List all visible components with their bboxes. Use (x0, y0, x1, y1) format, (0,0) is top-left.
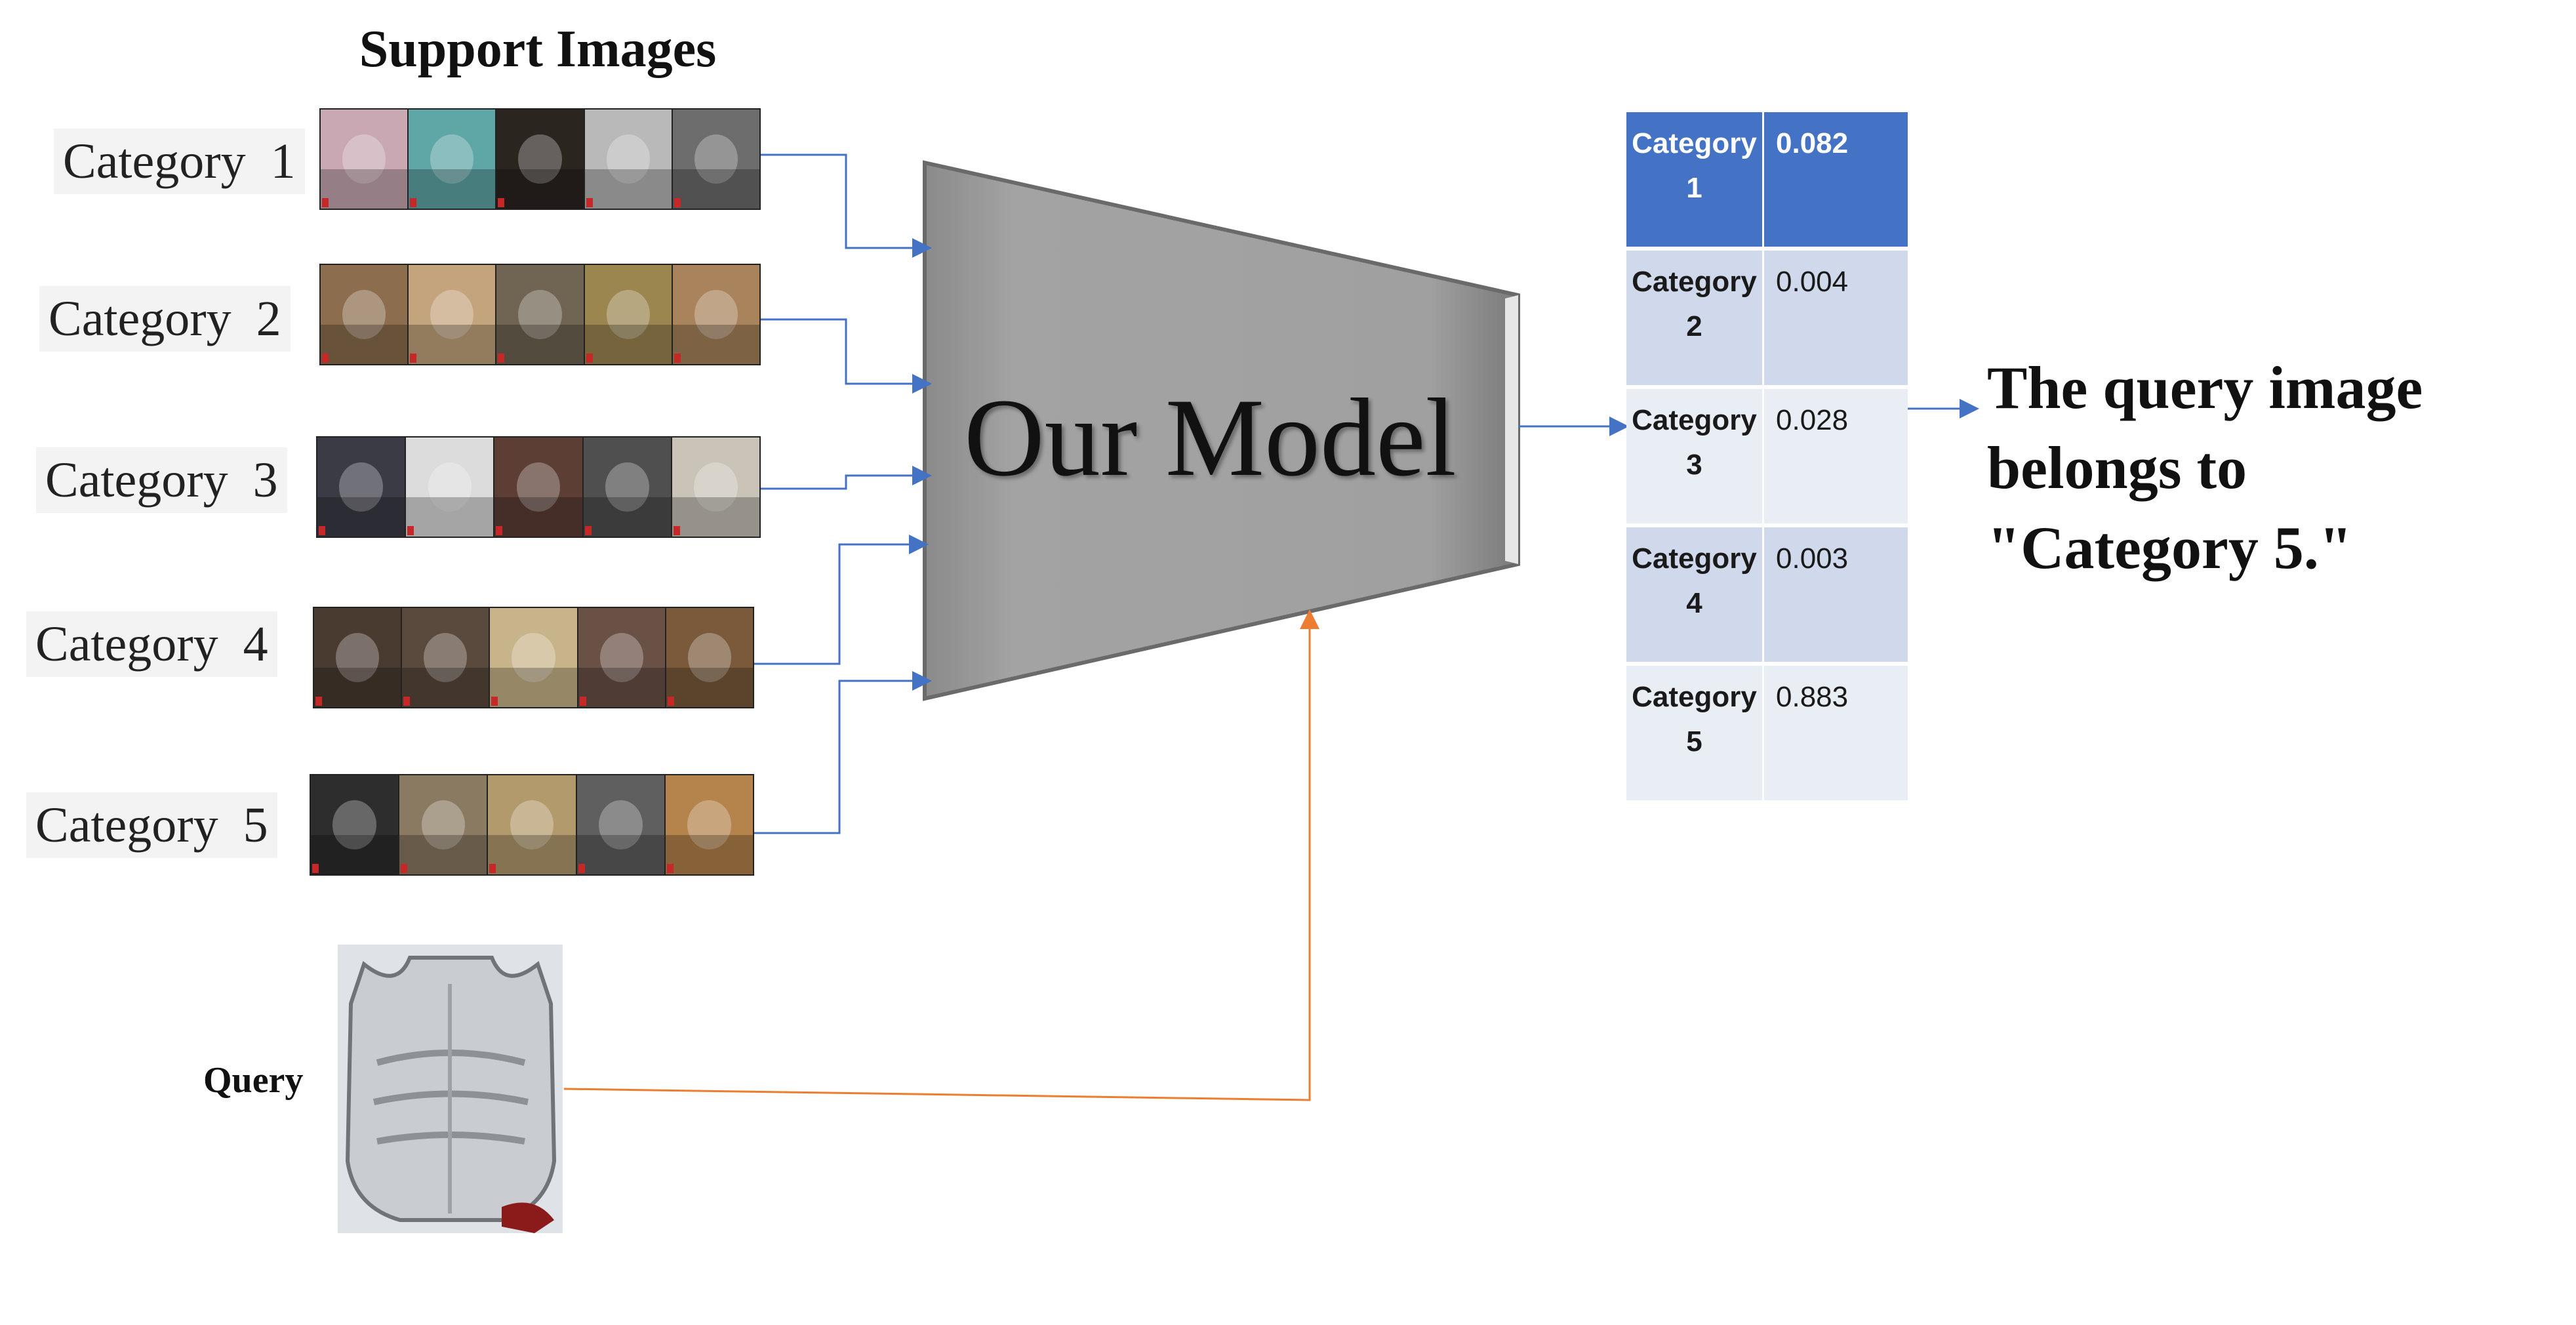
support-thumbnail (666, 608, 754, 707)
support-arrow-1 (761, 153, 932, 258)
score-row-1: Category 1 0.082 (1626, 112, 1908, 247)
score-value-2: 0.004 (1764, 251, 1908, 385)
support-thumbnail (409, 265, 496, 364)
support-thumbnail (583, 438, 671, 537)
support-images-title: Support Images (359, 20, 717, 78)
support-strip-3 (316, 436, 761, 538)
support-arrow-4 (754, 535, 929, 665)
support-thumbnail (665, 775, 754, 874)
support-strip-1 (319, 108, 761, 210)
result-text: The query image belongs to "Category 5." (1987, 354, 2423, 581)
category-label-2: Category 2 (39, 286, 291, 352)
support-thumbnail (672, 438, 760, 537)
score-row-2: Category 2 0.004 (1626, 251, 1908, 385)
support-thumbnail (584, 265, 672, 364)
category-label-3: Category 3 (36, 447, 287, 513)
score-row-3: Category 3 0.028 (1626, 389, 1908, 523)
category-label-5: Category 5 (26, 792, 277, 858)
support-thumbnail (399, 775, 487, 874)
category-label-4: Category 4 (26, 611, 277, 677)
support-arrow-5 (754, 671, 932, 834)
score-category-3: Category 3 (1626, 389, 1764, 523)
model-block-edge (1505, 295, 1518, 564)
support-thumbnail (317, 438, 405, 537)
score-value-3: 0.028 (1764, 389, 1908, 523)
score-table: Category 1 0.082 Category 2 0.004 Catego… (1626, 108, 1908, 804)
support-thumbnail (314, 608, 401, 707)
support-thumbnail (496, 265, 584, 364)
support-strip-4 (313, 607, 754, 708)
support-thumbnail (321, 110, 408, 209)
support-thumbnail (321, 265, 408, 364)
support-strip-2 (319, 264, 761, 365)
score-category-5: Category 5 (1626, 666, 1764, 800)
support-thumbnail (402, 608, 489, 707)
support-thumbnail (311, 775, 399, 874)
support-thumbnail (578, 608, 665, 707)
support-thumbnail (672, 265, 760, 364)
score-category-4: Category 4 (1626, 527, 1764, 662)
score-category-1: Category 1 (1626, 112, 1764, 247)
category-label-1: Category 1 (54, 129, 305, 194)
score-value-5: 0.883 (1764, 666, 1908, 800)
support-thumbnail (584, 110, 672, 209)
score-category-2: Category 2 (1626, 251, 1764, 385)
support-thumbnail (672, 110, 760, 209)
support-thumbnail (490, 608, 577, 707)
score-row-5: Category 5 0.883 (1626, 666, 1908, 800)
query-image (338, 945, 563, 1233)
query-arrow (563, 609, 1319, 1101)
support-thumbnail (496, 110, 584, 209)
score-value-4: 0.003 (1764, 527, 1908, 662)
support-thumbnail (494, 438, 582, 537)
support-arrow-3 (761, 466, 932, 490)
score-value-1: 0.082 (1764, 112, 1908, 247)
support-thumbnail (488, 775, 576, 874)
model-label: Our Model (964, 376, 1457, 499)
support-thumbnail (409, 110, 496, 209)
support-arrow-2 (761, 318, 932, 394)
query-label: Query (203, 1060, 304, 1101)
score-row-4: Category 4 0.003 (1626, 527, 1908, 662)
support-strip-5 (310, 774, 754, 876)
support-thumbnail (576, 775, 664, 874)
support-thumbnail (406, 438, 494, 537)
